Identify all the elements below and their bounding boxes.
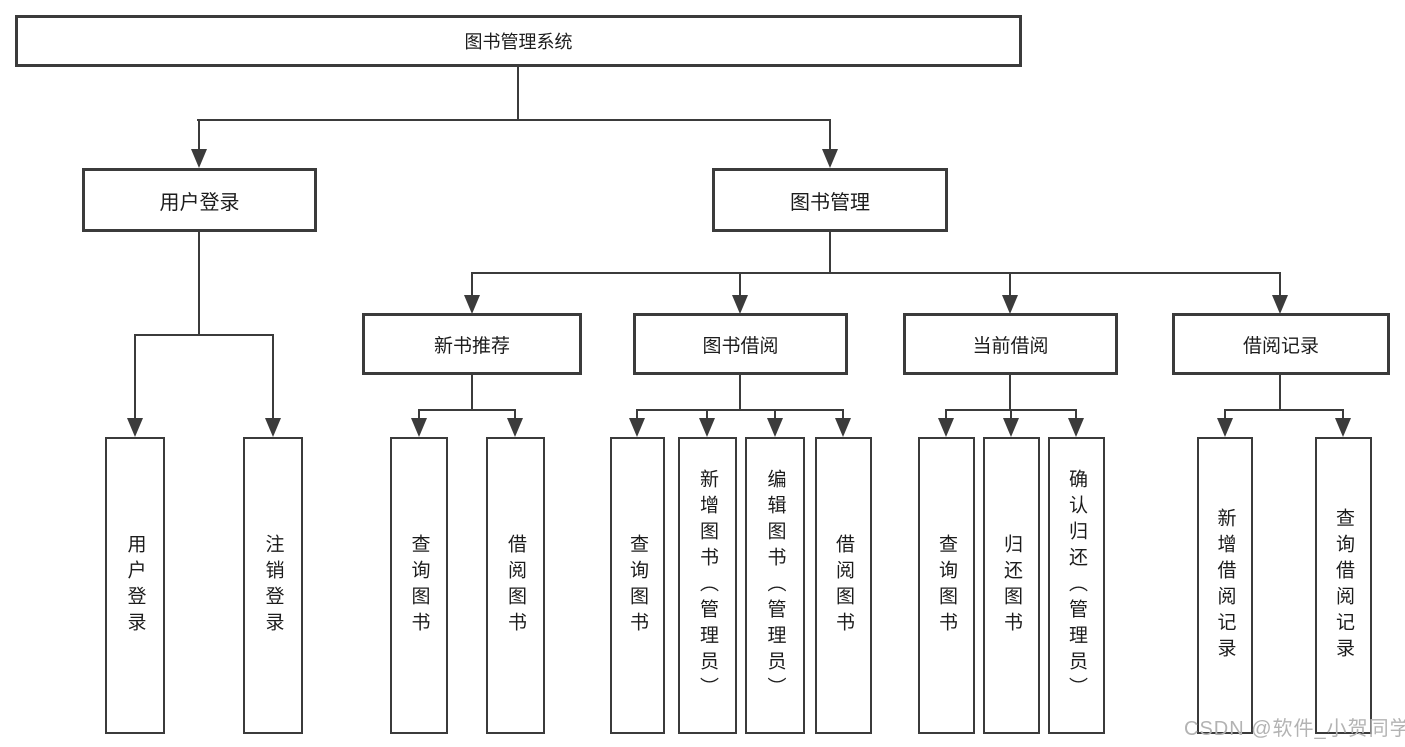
recommendation-connector-rail	[418, 409, 516, 411]
drop-line	[842, 409, 844, 421]
arrowhead-down-icon	[1068, 418, 1084, 437]
arrowhead-down-icon	[822, 149, 838, 168]
node-label: 编辑图书（管理员）	[764, 468, 786, 703]
drop-line	[739, 272, 741, 298]
arrowhead-down-icon	[699, 418, 715, 437]
leaf-add-borrow-record: 新增借阅记录	[1197, 437, 1253, 734]
arrowhead-down-icon	[1002, 295, 1018, 314]
node-label: 借阅记录	[1242, 335, 1319, 357]
arrowhead-down-icon	[1335, 418, 1351, 437]
drop-line	[945, 409, 947, 421]
leaf-query-books-recommend: 查询图书	[390, 437, 448, 734]
root-connector-vline	[517, 67, 519, 119]
drop-line	[272, 334, 274, 420]
node-label: 用户登录	[159, 191, 240, 214]
drop-line	[471, 272, 473, 298]
node-label: 新增图书（管理员）	[697, 468, 718, 703]
arrowhead-down-icon	[411, 418, 427, 437]
leaf-query-borrow-record: 查询借阅记录	[1315, 437, 1372, 734]
records-connector-vline	[1279, 375, 1281, 411]
node-label: 图书管理	[790, 191, 870, 214]
csdn-watermark: CSDN @软件_小贺同学	[1184, 718, 1405, 740]
leaf-borrow-books: 借阅图书	[815, 437, 872, 734]
node-label: 确认归还（管理员）	[1066, 468, 1087, 703]
drop-line	[1075, 409, 1077, 421]
drop-line	[636, 409, 638, 421]
drop-line	[134, 334, 136, 420]
drop-line	[1342, 409, 1344, 421]
node-label: 新增借阅记录	[1214, 507, 1236, 664]
node-book-borrowing: 图书借阅	[633, 313, 848, 375]
node-label: 用户登录	[124, 533, 146, 638]
arrowhead-down-icon	[629, 418, 645, 437]
node-label: 注销登录	[262, 533, 284, 638]
node-label: 借阅图书	[505, 533, 526, 638]
user-login-connector-vline	[198, 232, 200, 334]
arrowhead-down-icon	[1217, 418, 1233, 437]
leaf-add-books-admin: 新增图书（管理员）	[678, 437, 737, 734]
drop-line	[774, 409, 776, 421]
borrowing-connector-vline	[739, 375, 741, 411]
node-new-book-recommendation: 新书推荐	[362, 313, 582, 375]
recommendation-connector-vline	[471, 375, 473, 411]
arrowhead-down-icon	[127, 418, 143, 437]
arrowhead-down-icon	[1272, 295, 1288, 314]
node-user-login: 用户登录	[82, 168, 317, 232]
node-label: 查询图书	[408, 533, 430, 638]
arrowhead-down-icon	[464, 295, 480, 314]
drop-line	[514, 409, 516, 421]
node-label: 借阅图书	[833, 533, 854, 638]
user-login-connector-rail	[134, 334, 274, 336]
node-label: 图书借阅	[702, 335, 779, 357]
drop-line	[1279, 272, 1281, 298]
arrowhead-down-icon	[265, 418, 281, 437]
arrowhead-down-icon	[191, 149, 207, 168]
leaf-logout: 注销登录	[243, 437, 303, 734]
leaf-query-books-current: 查询图书	[918, 437, 975, 734]
arrowhead-down-icon	[835, 418, 851, 437]
arrowhead-down-icon	[938, 418, 954, 437]
drop-line	[1224, 409, 1226, 421]
leaf-user-login: 用户登录	[105, 437, 165, 734]
leaf-edit-books-admin: 编辑图书（管理员）	[745, 437, 805, 734]
node-label: 查询借阅记录	[1333, 507, 1354, 664]
records-connector-rail	[1224, 409, 1344, 411]
leaf-confirm-return-admin: 确认归还（管理员）	[1048, 437, 1105, 734]
current-connector-vline	[1009, 375, 1011, 411]
node-borrowing-records: 借阅记录	[1172, 313, 1390, 375]
drop-line	[706, 409, 708, 421]
book-mgmt-connector-rail	[471, 272, 1281, 274]
drop-line	[418, 409, 420, 421]
node-label: 查询图书	[627, 533, 648, 638]
book-mgmt-connector-vline	[829, 232, 831, 274]
node-label: 当前借阅	[972, 335, 1049, 357]
node-current-borrowing: 当前借阅	[903, 313, 1118, 375]
leaf-borrow-books-recommend: 借阅图书	[486, 437, 545, 734]
leaf-return-books: 归还图书	[983, 437, 1040, 734]
drop-line	[1009, 272, 1011, 298]
node-label: 归还图书	[1001, 533, 1022, 638]
arrowhead-down-icon	[1003, 418, 1019, 437]
root-connector-rail	[197, 119, 831, 121]
node-label: 查询图书	[936, 533, 957, 638]
node-label: 图书管理系统	[464, 32, 573, 52]
borrowing-connector-rail	[636, 409, 844, 411]
node-library-management-system: 图书管理系统	[15, 15, 1022, 67]
arrowhead-down-icon	[507, 418, 523, 437]
arrowhead-down-icon	[732, 295, 748, 314]
leaf-query-books-borrowing: 查询图书	[610, 437, 665, 734]
root-drop-user-login-line	[198, 119, 200, 152]
drop-line	[1010, 409, 1012, 421]
root-drop-book-mgmt-line	[829, 119, 831, 152]
arrowhead-down-icon	[767, 418, 783, 437]
node-book-management: 图书管理	[712, 168, 948, 232]
node-label: 新书推荐	[433, 335, 510, 357]
